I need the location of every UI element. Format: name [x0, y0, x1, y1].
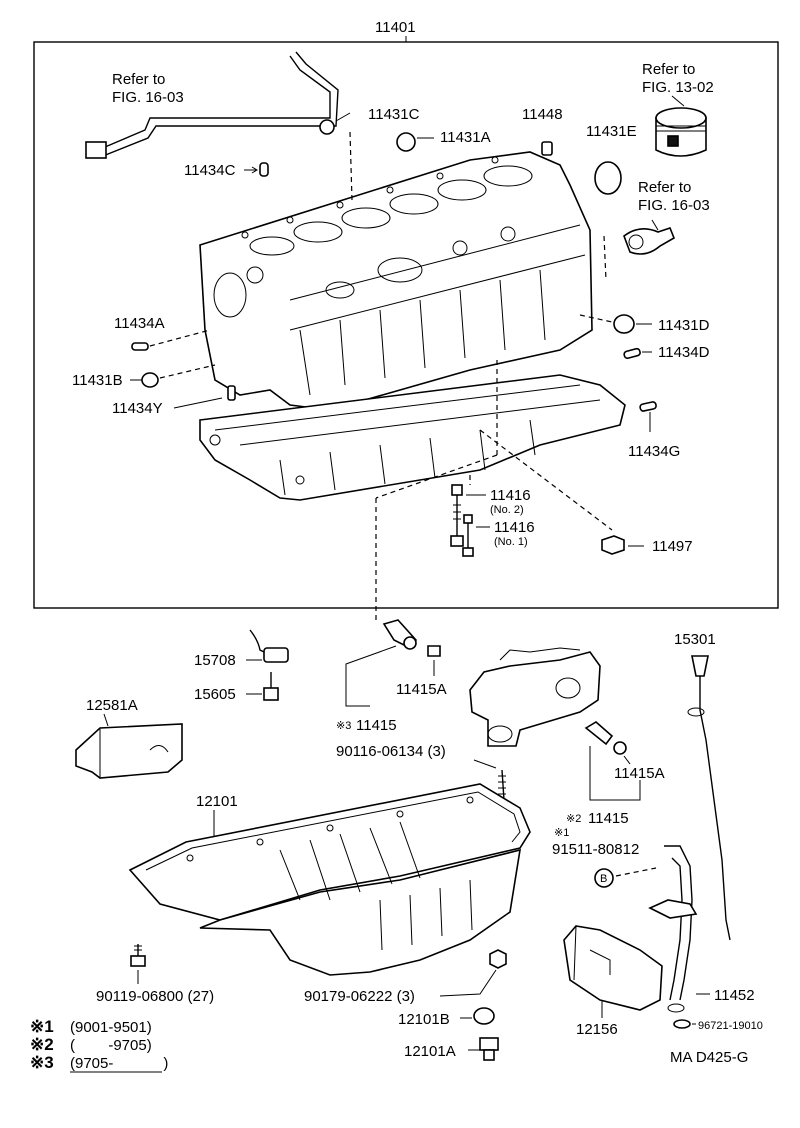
label-11452[interactable]: 11452 — [714, 987, 755, 1004]
pin-11434C[interactable] — [259, 162, 269, 177]
oring-96721[interactable] — [673, 1019, 691, 1029]
label-12101[interactable]: 12101 — [196, 793, 238, 810]
label-90179[interactable]: 90179-06222 (3) — [304, 988, 415, 1005]
label-11434Y[interactable]: 11434Y — [112, 400, 163, 417]
label-no1: (No. 1) — [494, 536, 528, 548]
label-refer-2a: Refer to — [642, 61, 695, 78]
svg-text:※2: ※2 — [30, 1035, 54, 1054]
label-11416-a[interactable]: 11416 — [490, 487, 531, 504]
label-12581A[interactable]: 12581A — [86, 697, 138, 714]
label-refer-1b: FIG. 16-03 — [112, 89, 184, 106]
bolt-11416-no2[interactable] — [450, 484, 464, 547]
label-12101B[interactable]: 12101B — [398, 1011, 450, 1028]
plug-11431B[interactable] — [141, 372, 159, 388]
dipstick-15301-drawing[interactable] — [687, 655, 731, 941]
plug-11431D[interactable] — [613, 314, 635, 334]
label-15301[interactable]: 15301 — [674, 631, 716, 648]
oil-strainer-11415-2-drawing[interactable] — [584, 721, 627, 755]
label-11431C[interactable]: 11431C — [368, 106, 420, 123]
label-96721[interactable]: 96721-19010 — [698, 1020, 763, 1032]
label-11415-2[interactable]: 11415 — [588, 810, 629, 827]
label-11434C[interactable]: 11434C — [184, 162, 236, 179]
label-no2: (No. 2) — [490, 504, 524, 516]
baffle-12581A-drawing[interactable] — [75, 723, 183, 779]
plug-11431E[interactable] — [594, 161, 622, 195]
pin-11434Y[interactable] — [227, 385, 236, 401]
label-15605[interactable]: 15605 — [194, 686, 236, 703]
label-11416-b[interactable]: 11416 — [494, 519, 535, 536]
pin-11448[interactable] — [541, 141, 553, 156]
nut-90179[interactable] — [489, 949, 507, 969]
label-90116[interactable]: 90116-06134 (3) — [336, 743, 446, 760]
label-90119[interactable]: 90119-06800 (27) — [96, 988, 214, 1005]
svg-text:(9001-9501): (9001-9501) — [70, 1019, 152, 1036]
label-11415A-1[interactable]: 11415A — [396, 681, 447, 698]
pin-11434D[interactable] — [623, 347, 641, 360]
label-11431D[interactable]: 11431D — [658, 317, 710, 334]
label-11415A-2[interactable]: 11415A — [614, 765, 665, 782]
label-11448[interactable]: 11448 — [522, 106, 563, 123]
stud-90116-drawing[interactable] — [498, 769, 506, 801]
footnote-1: ※1 (9001-9501) — [30, 1017, 152, 1036]
label-11431B[interactable]: 11431B — [72, 372, 123, 389]
label-11431E[interactable]: 11431E — [586, 123, 637, 140]
label-11434G[interactable]: 11434G — [628, 443, 680, 460]
gasket-11415A-1[interactable] — [427, 645, 441, 657]
label-mark1: ※1 — [554, 827, 569, 839]
label-ref-code: MA D425-G — [670, 1049, 748, 1066]
footnote-3: ※3 (9705- ) — [30, 1053, 168, 1072]
label-refer-3a: Refer to — [638, 179, 691, 196]
oil-strainer-11415-3-drawing[interactable] — [382, 619, 418, 650]
oil-pan-12101-drawing[interactable] — [128, 783, 531, 976]
label-15708[interactable]: 15708 — [194, 652, 236, 669]
label-11434D[interactable]: 11434D — [658, 344, 710, 361]
oil-pump-casting-drawing[interactable] — [469, 647, 601, 747]
label-B: B — [600, 873, 607, 885]
label-refer-3b: FIG. 16-03 — [638, 197, 710, 214]
footnote-2: ※2 ( -9705) — [30, 1035, 152, 1054]
svg-text:(9705- ): (9705- ) — [70, 1055, 168, 1072]
label-11434A[interactable]: 11434A — [114, 315, 165, 332]
piston-drawing[interactable] — [655, 107, 707, 157]
label-11431A[interactable]: 11431A — [440, 129, 491, 146]
lower-crankcase-drawing[interactable] — [199, 374, 626, 501]
label-11497[interactable]: 11497 — [652, 538, 693, 555]
label-12156[interactable]: 12156 — [576, 1021, 618, 1038]
label-mark3: ※3 — [336, 720, 351, 732]
pin-11434A[interactable] — [131, 342, 149, 351]
label-91511[interactable]: 91511-80812 — [552, 841, 639, 858]
plug-12101A-drawing[interactable] — [479, 1037, 499, 1061]
oil-sensor-15708-drawing[interactable] — [249, 629, 289, 663]
label-mark2: ※2 — [566, 813, 581, 825]
label-refer-1a: Refer to — [112, 71, 165, 88]
gasket-12101B[interactable] — [473, 1007, 495, 1025]
svg-text:( -9705): ( -9705) — [70, 1037, 152, 1054]
label-12101A[interactable]: 12101A — [404, 1043, 456, 1060]
water-outlet-drawing[interactable] — [623, 227, 676, 255]
bolt-91511-B[interactable] — [594, 868, 614, 888]
guide-11452-drawing[interactable] — [648, 845, 698, 1013]
plug-11431C[interactable] — [319, 119, 335, 135]
pin-11434G[interactable] — [639, 401, 657, 412]
plug-11497[interactable] — [601, 535, 625, 555]
bolt-90119-drawing[interactable] — [130, 944, 146, 967]
label-refer-2b: FIG. 13-02 — [642, 79, 714, 96]
breather-pipe-drawing[interactable] — [85, 51, 339, 159]
label-11401[interactable]: 11401 — [375, 19, 416, 36]
label-11415-3[interactable]: 11415 — [356, 717, 397, 734]
bolt-11416-no1[interactable] — [462, 514, 474, 557]
plug-11431A[interactable] — [396, 132, 416, 152]
svg-text:※3: ※3 — [30, 1053, 54, 1072]
cylinder-block-drawing[interactable] — [199, 151, 593, 411]
baffle-12156-drawing[interactable] — [563, 925, 663, 1011]
bolt-15605-drawing[interactable] — [263, 672, 279, 701]
svg-text:※1: ※1 — [30, 1017, 54, 1036]
